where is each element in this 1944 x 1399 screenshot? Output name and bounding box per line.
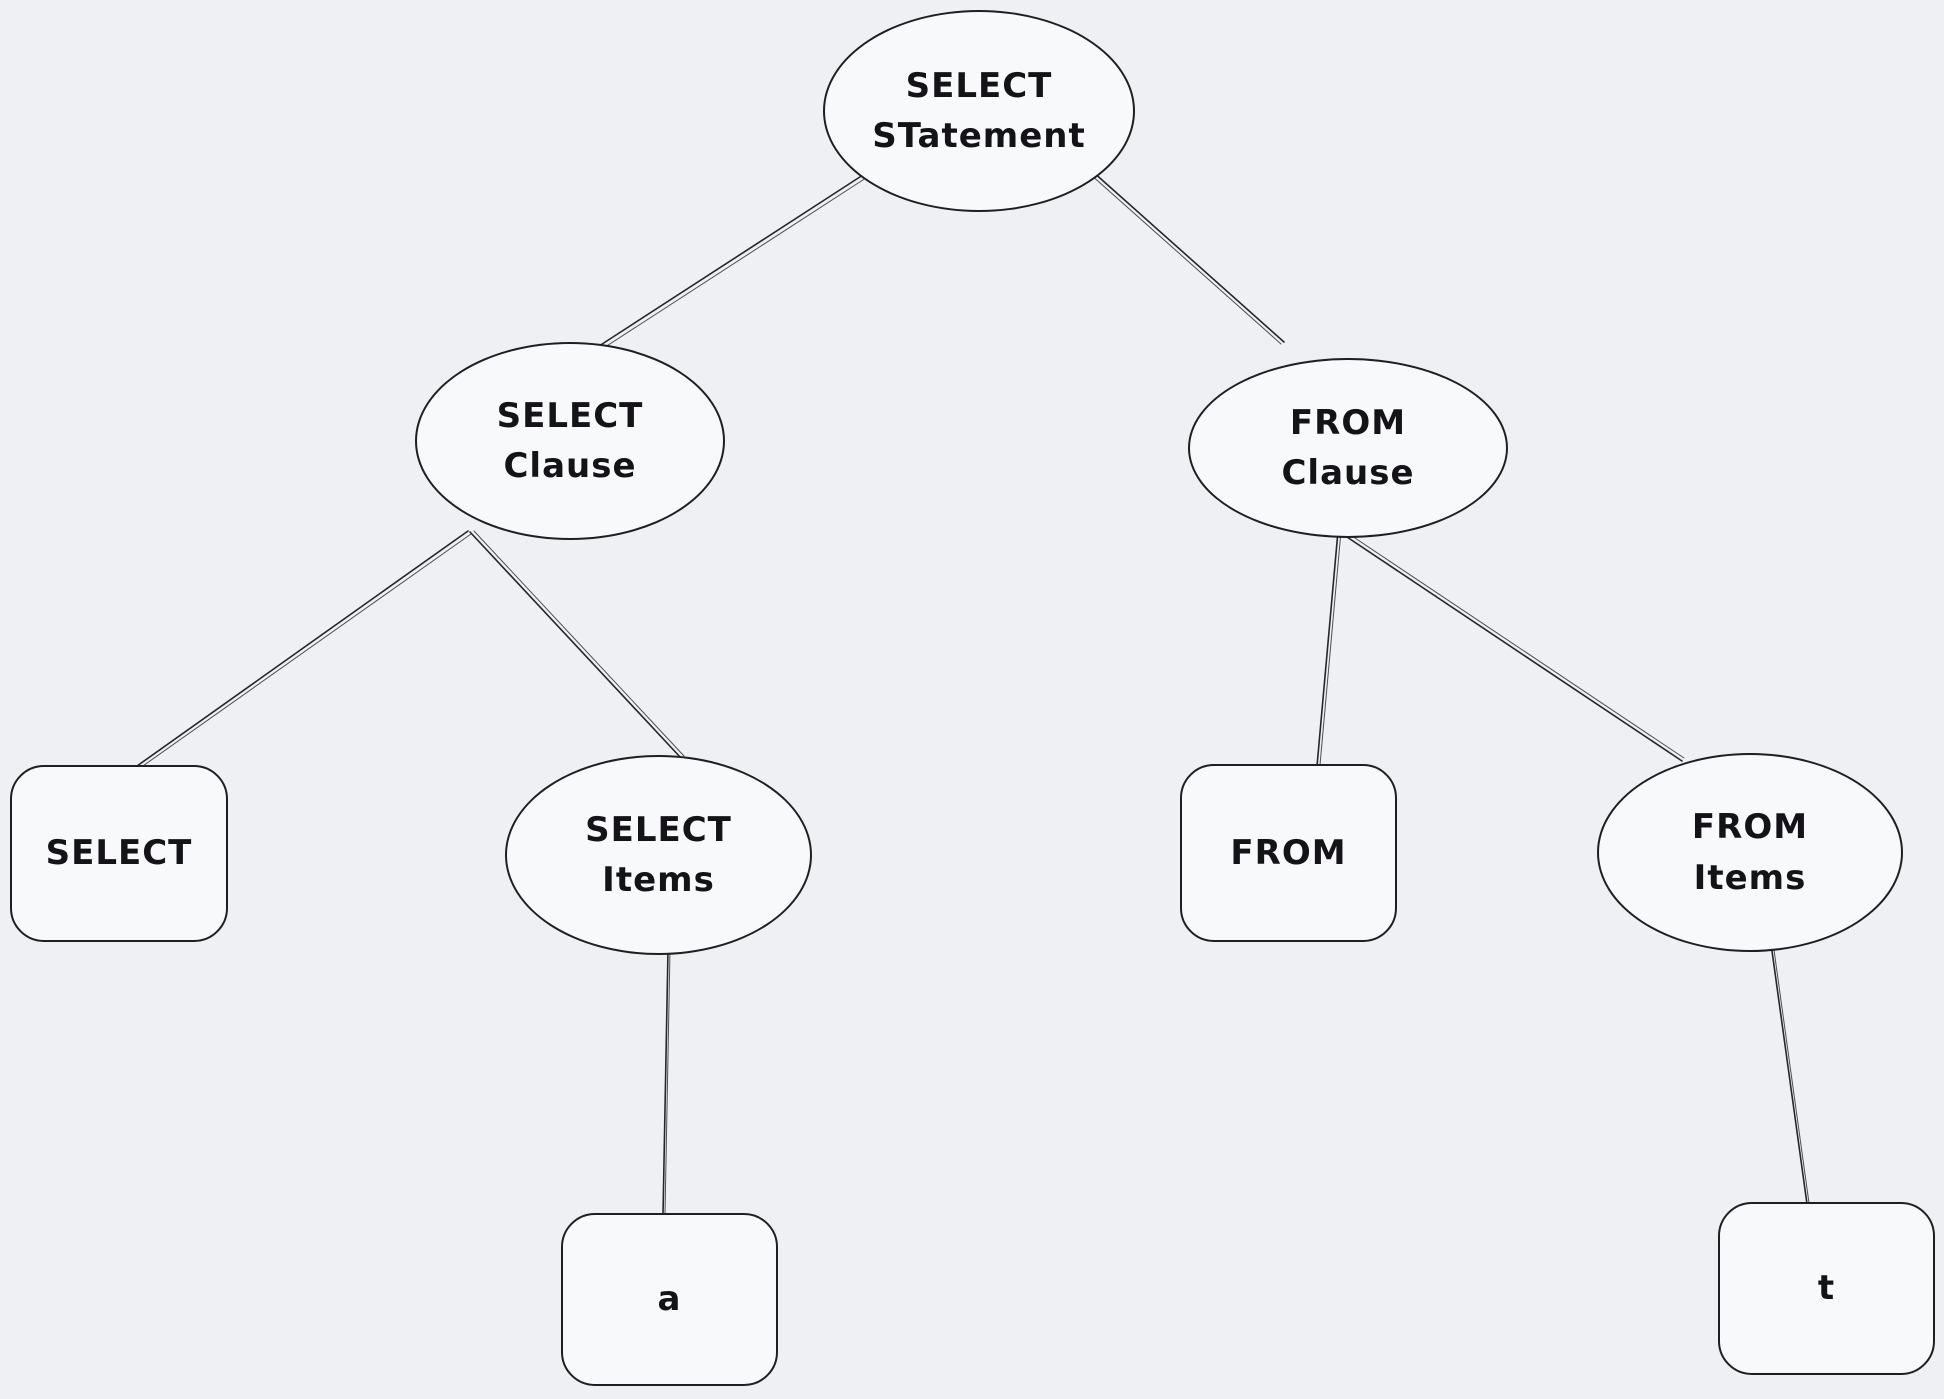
- edge-from-clause-to-from-items[interactable]: [1340, 529, 1685, 762]
- node-from-item-t-label: t: [1817, 1268, 1836, 1309]
- node-select-clause[interactable]: SELECT Clause: [415, 342, 725, 540]
- node-select-item-a[interactable]: a: [561, 1213, 778, 1386]
- node-select-clause-label: SELECT Clause: [496, 395, 644, 486]
- node-from-items-label: FROM Items: [1691, 807, 1809, 898]
- edge-select-clause-to-select-keyword[interactable]: [136, 530, 472, 769]
- node-select-items[interactable]: SELECT Items: [505, 755, 812, 955]
- edge-select-clause-to-select-items[interactable]: [469, 530, 685, 759]
- edge-from-clause-to-from-keyword[interactable]: [1316, 530, 1342, 767]
- edge-from-items-to-from-item-t[interactable]: [1771, 949, 1810, 1205]
- node-select-keyword-label: SELECT: [45, 833, 193, 874]
- node-from-clause-label: FROM Clause: [1281, 402, 1415, 493]
- node-from-clause[interactable]: FROM Clause: [1188, 358, 1508, 538]
- node-select-statement-label: SELECT STatement: [872, 65, 1086, 156]
- node-from-items[interactable]: FROM Items: [1597, 753, 1903, 952]
- node-select-item-a-label: a: [657, 1279, 682, 1320]
- edge-select-statement-to-from-clause[interactable]: [1089, 170, 1285, 345]
- node-from-item-t[interactable]: t: [1718, 1202, 1935, 1375]
- node-from-keyword-label: FROM: [1230, 832, 1347, 873]
- edge-select-items-to-select-item-a[interactable]: [662, 949, 671, 1216]
- edge-select-statement-to-select-clause[interactable]: [595, 172, 870, 352]
- node-from-keyword[interactable]: FROM: [1180, 764, 1397, 942]
- node-select-keyword[interactable]: SELECT: [10, 765, 228, 942]
- node-select-statement[interactable]: SELECT STatement: [823, 10, 1135, 212]
- node-select-items-label: SELECT Items: [585, 809, 732, 900]
